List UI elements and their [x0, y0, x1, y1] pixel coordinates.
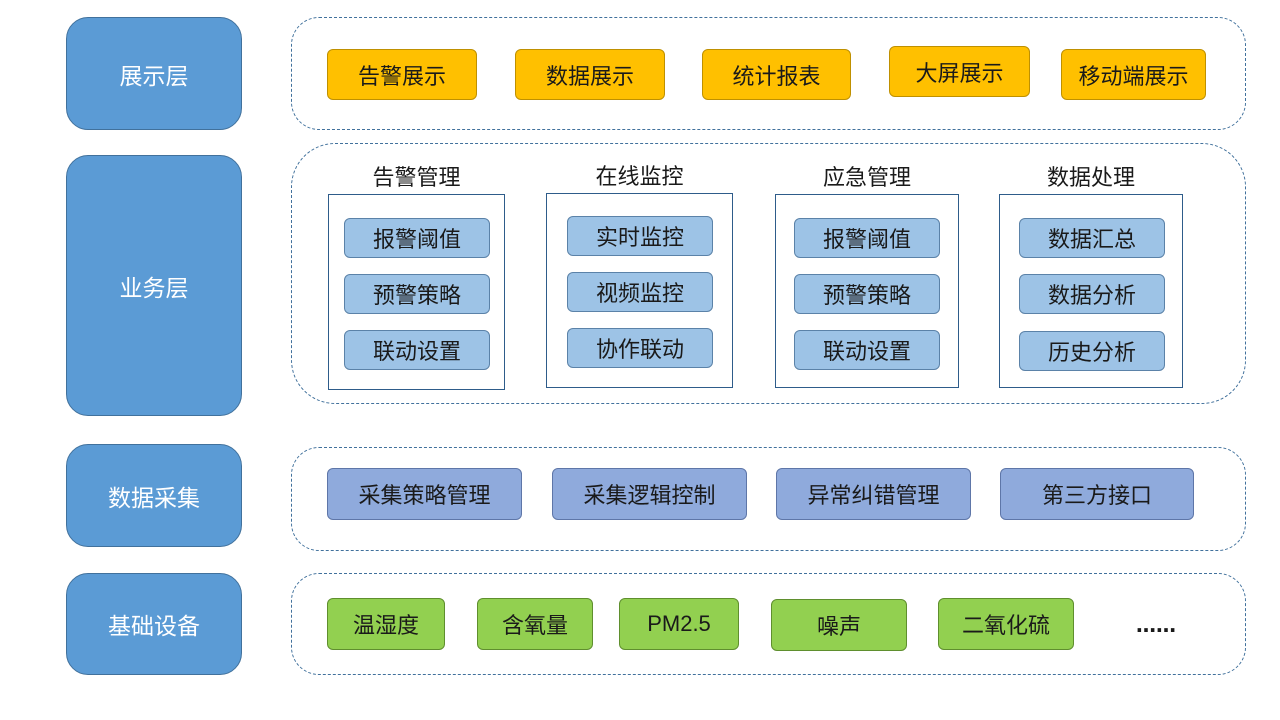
- group-emergency-item-threshold[interactable]: 报警阈值: [794, 218, 940, 258]
- group-monitor-item-video[interactable]: 视频监控: [567, 272, 713, 312]
- group-title-alarm-management: 告警管理: [372, 166, 461, 191]
- presentation-item-alarm-display[interactable]: 告警展示: [327, 49, 477, 100]
- group-title-online-monitoring: 在线监控: [595, 165, 684, 190]
- collection-item-error-correction[interactable]: 异常纠错管理: [776, 468, 971, 520]
- presentation-item-data-display[interactable]: 数据展示: [515, 49, 665, 100]
- group-data-item-history[interactable]: 历史分析: [1019, 331, 1165, 371]
- presentation-item-statistics-report[interactable]: 统计报表: [702, 49, 851, 100]
- device-item-sulfur-dioxide[interactable]: 二氧化硫: [938, 598, 1074, 650]
- presentation-item-mobile[interactable]: 移动端展示: [1061, 49, 1206, 100]
- group-monitor-item-realtime[interactable]: 实时监控: [567, 216, 713, 256]
- group-emergency-item-warning-strategy[interactable]: 预警策略: [794, 274, 940, 314]
- device-item-oxygen[interactable]: 含氧量: [477, 598, 593, 650]
- group-frame-emergency-management: [775, 194, 959, 388]
- collection-item-strategy[interactable]: 采集策略管理: [327, 468, 522, 520]
- group-monitor-item-collaboration[interactable]: 协作联动: [567, 328, 713, 368]
- layer-label-devices: 基础设备: [66, 573, 242, 675]
- group-alarm-item-threshold[interactable]: 报警阈值: [344, 218, 490, 258]
- group-data-item-analysis[interactable]: 数据分析: [1019, 274, 1165, 314]
- presentation-panel: [291, 17, 1246, 130]
- layer-label-business: 业务层: [66, 155, 242, 416]
- device-item-pm25[interactable]: PM2.5: [619, 598, 739, 650]
- device-item-noise[interactable]: 噪声: [771, 599, 907, 651]
- devices-panel: [291, 573, 1246, 675]
- layer-label-collection: 数据采集: [66, 444, 242, 547]
- layer-label-presentation: 展示层: [66, 17, 242, 130]
- group-frame-online-monitoring: [546, 193, 733, 388]
- group-alarm-item-linkage-settings[interactable]: 联动设置: [344, 330, 490, 370]
- group-emergency-item-linkage-settings[interactable]: 联动设置: [794, 330, 940, 370]
- group-frame-data-processing: [999, 194, 1183, 388]
- group-alarm-item-warning-strategy[interactable]: 预警策略: [344, 274, 490, 314]
- presentation-item-big-screen[interactable]: 大屏展示: [889, 46, 1030, 97]
- device-more-ellipsis: ……: [1136, 613, 1176, 637]
- business-panel: [291, 143, 1246, 404]
- collection-item-third-party[interactable]: 第三方接口: [1000, 468, 1194, 520]
- group-data-item-summary[interactable]: 数据汇总: [1019, 218, 1165, 258]
- group-title-data-processing: 数据处理: [1046, 166, 1135, 191]
- collection-item-logic-control[interactable]: 采集逻辑控制: [552, 468, 747, 520]
- group-frame-alarm-management: [328, 194, 505, 390]
- device-item-temperature-humidity[interactable]: 温湿度: [327, 598, 445, 650]
- group-title-emergency-management: 应急管理: [822, 166, 911, 191]
- collection-panel: [291, 447, 1246, 551]
